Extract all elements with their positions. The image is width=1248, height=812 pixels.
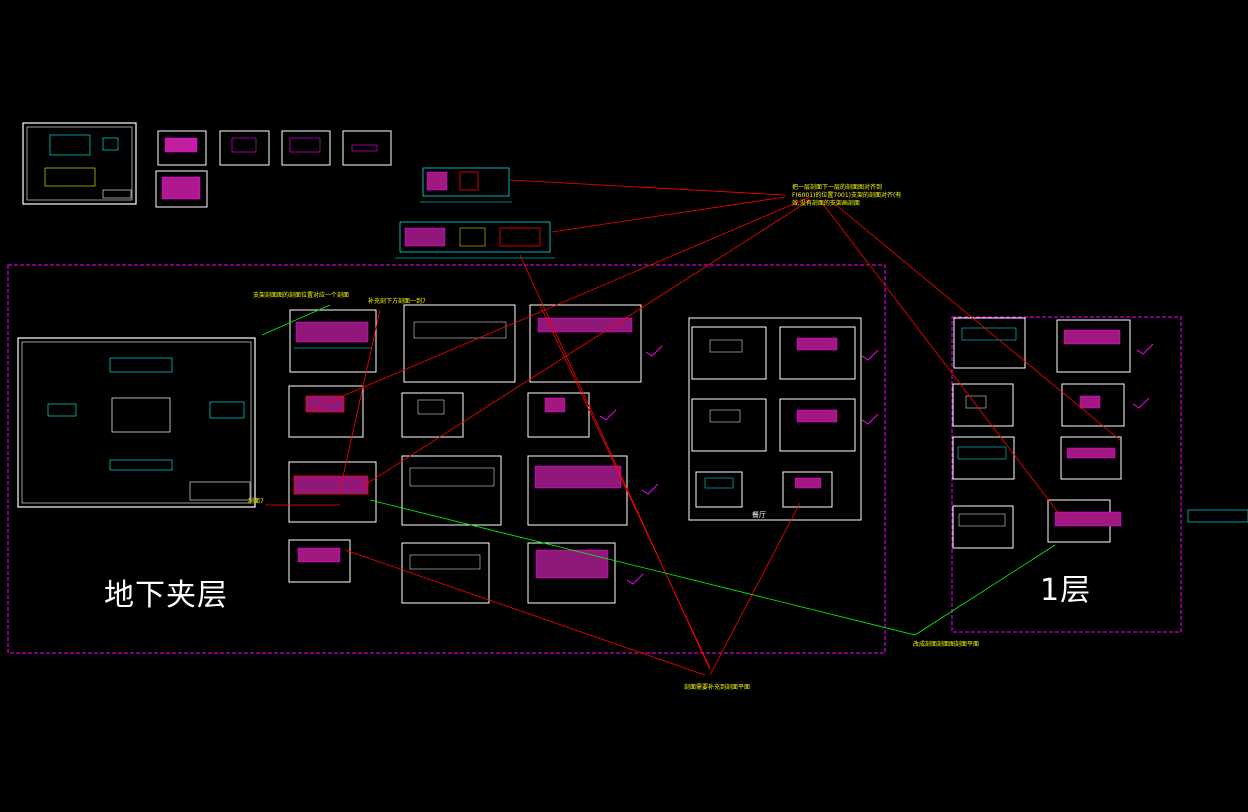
basement-sheet-a3[interactable] <box>288 461 377 523</box>
floor1-sheet-8[interactable] <box>1047 499 1122 543</box>
check-marks <box>599 343 1154 585</box>
basement-sheet-c2[interactable] <box>527 392 590 438</box>
basement-sheet-b1[interactable] <box>403 304 516 383</box>
basement-sheet-c4[interactable] <box>527 542 616 604</box>
floor1-sheet-2[interactable] <box>1056 319 1131 373</box>
top-sheet-small-3[interactable] <box>281 130 331 166</box>
top-sheet-small-1[interactable] <box>157 130 207 166</box>
floor1-sheet-7[interactable] <box>952 505 1014 549</box>
basement-sheet-b4[interactable] <box>401 542 490 604</box>
redline-markup <box>265 179 1121 676</box>
check-icon <box>599 409 617 421</box>
floor1-sheet-outside[interactable] <box>1187 509 1248 523</box>
note-top-right: 把一层剖面下一层的剖面图对齐到F(6001)的位置7001)支架的剖面对齐(有效… <box>792 184 902 207</box>
note-left-top: 支架剖面图的剖面位置对应一个剖面 <box>253 292 350 299</box>
elevation-lower[interactable] <box>395 221 555 259</box>
hall-group[interactable] <box>688 317 862 521</box>
basement-sheet-a4[interactable] <box>288 539 351 583</box>
floor1-sheet-6[interactable] <box>1060 436 1122 480</box>
basement-sheet-c3[interactable] <box>527 455 628 526</box>
floor1-sheet-1[interactable] <box>953 317 1026 369</box>
basement-main-sheet[interactable] <box>17 337 256 508</box>
top-sheet-small-2[interactable] <box>219 130 270 166</box>
check-icon <box>861 349 879 361</box>
note-left-low: 剖面7 <box>248 498 264 505</box>
top-sheet-small-5[interactable] <box>155 170 208 208</box>
check-icon <box>645 345 663 357</box>
floor1-sheet-4[interactable] <box>1061 383 1125 427</box>
basement-sheet-a1[interactable] <box>289 309 377 373</box>
check-icon <box>861 413 879 425</box>
floor1-zone-border <box>951 316 1182 633</box>
check-icon <box>1132 397 1150 409</box>
basement-sheet-a2[interactable] <box>288 385 364 438</box>
check-icon <box>626 573 644 585</box>
note-bottom-center: 剖面需要补充到剖面平面 <box>684 684 751 691</box>
floor1-sheet-3[interactable] <box>952 383 1014 427</box>
top-sheet-small-4[interactable] <box>342 130 392 166</box>
check-icon <box>641 483 659 495</box>
note-left-mid: 补充剖下方剖面一到7 <box>368 298 426 305</box>
floor1-sheet-5[interactable] <box>952 436 1015 480</box>
hall-label: 餐厅 <box>752 511 766 519</box>
elevation-upper[interactable] <box>420 167 512 203</box>
basement-sheet-b2[interactable] <box>401 392 464 438</box>
floor-1-label: 1层 <box>1040 573 1092 608</box>
greenline-markup <box>261 304 1056 636</box>
note-bottom-right: 改成剖面剖面图剖面平面 <box>913 641 980 648</box>
basement-mezzanine-label: 地下夹层 <box>104 578 228 613</box>
check-icon <box>1136 343 1154 355</box>
top-sheet-main[interactable] <box>22 122 137 205</box>
basement-zone-border <box>7 264 886 654</box>
basement-sheet-b3[interactable] <box>401 455 502 526</box>
